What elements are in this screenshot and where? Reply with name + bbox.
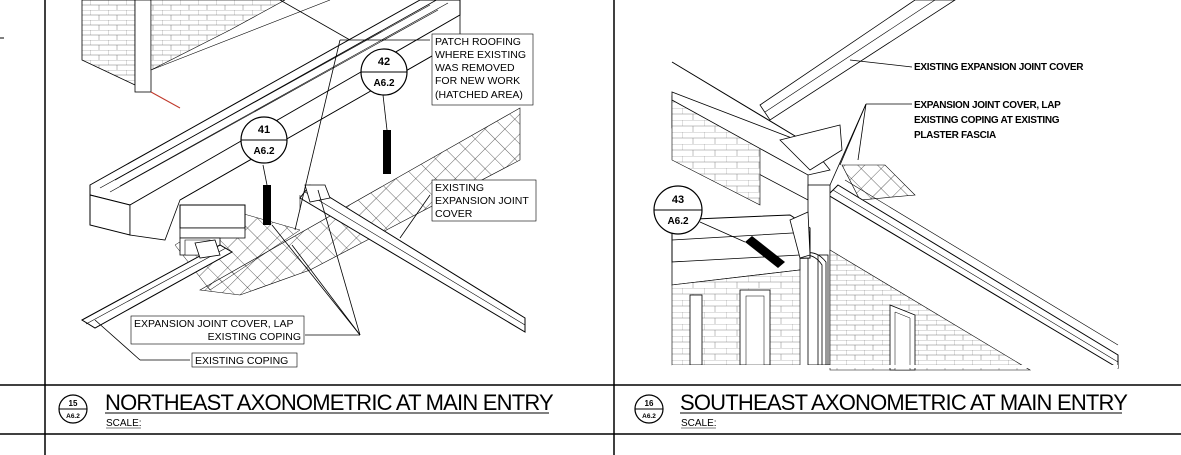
callout-line: EXPANSION JOINT COVER, LAP: [134, 318, 293, 330]
callout-existing-expansion-joint-right: EXISTING EXPANSION JOINT COVER: [914, 62, 1085, 73]
callout-line: (HATCHED AREA): [435, 89, 523, 101]
callout-expansion-lap-right: EXPANSION JOINT COVER, LAP EXISTING COPI…: [914, 100, 1061, 141]
drawing-title: NORTHEAST AXONOMETRIC AT MAIN ENTRY: [105, 390, 554, 415]
scale-label: SCALE:: [681, 418, 717, 429]
red-line: [150, 91, 181, 109]
callout-existing-expansion-joint: EXISTING EXPANSION JOINT COVER: [431, 179, 537, 222]
callout-line: PLASTER FASCIA: [914, 130, 996, 141]
callout-line: WHERE EXISTING: [435, 49, 526, 61]
callout-line: EXISTING COPING: [208, 331, 301, 343]
detail-tag-sheet: A6.2: [667, 216, 689, 227]
detail-tag-number: 43: [672, 194, 684, 206]
section-cut-42: [383, 130, 391, 174]
detail-tag-42[interactable]: 42 A6.2: [360, 48, 408, 96]
southeast-axonometric-drawing: [671, 0, 1119, 371]
callout-line: EXISTING COPING AT EXISTING: [914, 115, 1060, 126]
scale-label: SCALE:: [106, 418, 142, 429]
detail-tag-number: 42: [378, 56, 390, 68]
title-tag-sheet: A6.2: [642, 413, 656, 420]
callout-patch-roofing: PATCH ROOFING WHERE EXISTING WAS REMOVED…: [431, 33, 534, 106]
title-block-southeast: 16 A6.2 SOUTHEAST AXONOMETRIC AT MAIN EN…: [634, 390, 1129, 429]
section-cut-41: [263, 185, 271, 225]
title-tag-number: 16: [645, 399, 654, 408]
callout-line: WAS REMOVED: [435, 62, 515, 74]
callout-existing-coping: EXISTING COPING: [191, 352, 298, 368]
title-tag-sheet: A6.2: [66, 413, 80, 420]
drawing-title: SOUTHEAST AXONOMETRIC AT MAIN ENTRY: [680, 390, 1128, 415]
callout-line: PATCH ROOFING: [435, 36, 521, 48]
detail-tag-43[interactable]: 43 A6.2: [653, 185, 703, 235]
callout-line: FOR NEW WORK: [435, 75, 520, 87]
callout-line: EXISTING COPING: [195, 355, 288, 367]
detail-tag-number: 41: [258, 124, 270, 136]
title-tag-number: 15: [69, 399, 78, 408]
detail-tag-41[interactable]: 41 A6.2: [240, 116, 288, 164]
callout-line: EXPANSION JOINT COVER, LAP: [914, 100, 1061, 111]
callout-expansion-lap: EXPANSION JOINT COVER, LAP EXISTING COPI…: [130, 315, 305, 345]
title-block-northeast: 15 A6.2 NORTHEAST AXONOMETRIC AT MAIN EN…: [58, 390, 555, 429]
callout-line: EXPANSION JOINT: [435, 195, 529, 207]
callout-line: EXISTING: [435, 182, 484, 194]
callout-line: COVER: [435, 208, 473, 220]
detail-tag-sheet: A6.2: [253, 146, 275, 157]
detail-tag-sheet: A6.2: [373, 78, 395, 89]
section-cut-43: [745, 236, 785, 268]
callout-line: EXISTING EXPANSION JOINT COVER: [914, 62, 1084, 73]
